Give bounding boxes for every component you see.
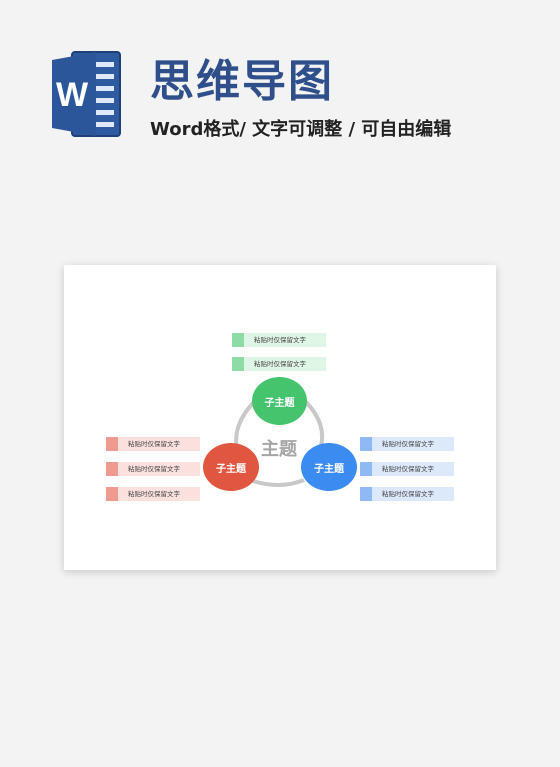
- connector-top-right: [304, 400, 325, 451]
- tag-label: 粘贴时仅保留文字: [118, 462, 200, 476]
- tag-left-3[interactable]: 粘贴时仅保留文字: [106, 487, 200, 501]
- tag-right-1[interactable]: 粘贴时仅保留文字: [360, 437, 454, 451]
- connector-bottom: [249, 478, 305, 487]
- tag-bar: [106, 487, 118, 501]
- subtopic-left[interactable]: 子主题: [203, 443, 259, 491]
- mindmap-card: 主题 子主题 子主题 子主题 粘贴时仅保留文字 粘贴时仅保留文字 粘贴时仅保留文…: [64, 265, 496, 570]
- page-subtitle: Word格式/ 文字可调整 / 可自由编辑: [150, 119, 452, 140]
- tag-top-1[interactable]: 粘贴时仅保留文字: [232, 333, 326, 347]
- tag-right-3[interactable]: 粘贴时仅保留文字: [360, 487, 454, 501]
- tag-label: 粘贴时仅保留文字: [118, 487, 200, 501]
- tag-label: 粘贴时仅保留文字: [244, 357, 326, 371]
- subtopic-right[interactable]: 子主题: [301, 443, 357, 491]
- center-topic[interactable]: 主题: [261, 439, 297, 460]
- tag-bar: [360, 437, 372, 451]
- tag-bar: [106, 437, 118, 451]
- tag-top-2[interactable]: 粘贴时仅保留文字: [232, 357, 326, 371]
- tag-label: 粘贴时仅保留文字: [372, 487, 454, 501]
- word-logo-icon: W: [52, 51, 121, 137]
- tag-left-1[interactable]: 粘贴时仅保留文字: [106, 437, 200, 451]
- tag-label: 粘贴时仅保留文字: [118, 437, 200, 451]
- tag-right-2[interactable]: 粘贴时仅保留文字: [360, 462, 454, 476]
- subtopic-top[interactable]: 子主题: [252, 377, 307, 425]
- tag-left-2[interactable]: 粘贴时仅保留文字: [106, 462, 200, 476]
- connector-top-left: [234, 400, 256, 451]
- tag-bar: [232, 333, 244, 347]
- tag-bar: [106, 462, 118, 476]
- tag-label: 粘贴时仅保留文字: [372, 437, 454, 451]
- tag-bar: [360, 487, 372, 501]
- tag-label: 粘贴时仅保留文字: [244, 333, 326, 347]
- tag-label: 粘贴时仅保留文字: [372, 462, 454, 476]
- page-title: 思维导图: [150, 56, 334, 107]
- tag-bar: [232, 357, 244, 371]
- tag-bar: [360, 462, 372, 476]
- word-logo-letter: W: [56, 76, 89, 114]
